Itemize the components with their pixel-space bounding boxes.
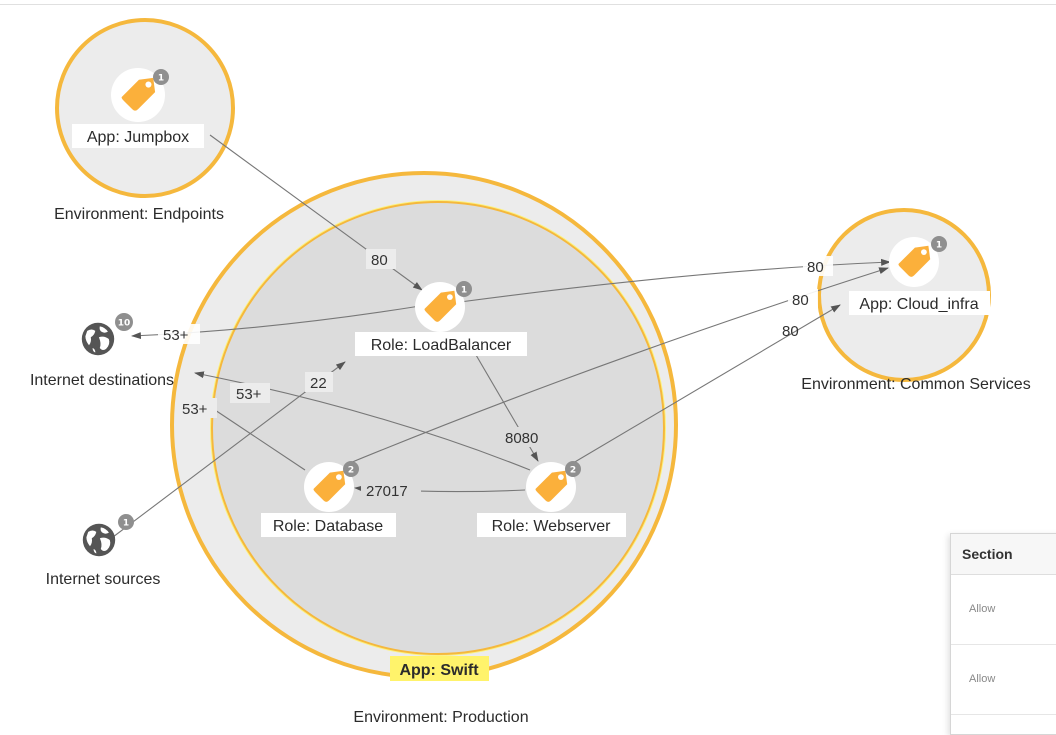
svg-text:1: 1 <box>158 74 164 84</box>
node-database[interactable]: 2 Role: Database <box>261 461 396 537</box>
node-internet-destinations[interactable]: 10 Internet destinations <box>30 313 174 389</box>
svg-text:App: Swift: App: Swift <box>399 662 479 679</box>
svg-text:1: 1 <box>123 519 129 529</box>
node-jumpbox[interactable]: 1 App: Jumpbox <box>72 68 204 148</box>
svg-text:80: 80 <box>807 259 824 276</box>
globe-icon <box>82 523 116 557</box>
edge-label-web-cloud: 80 <box>782 323 799 340</box>
node-loadbalancer[interactable]: 1 Role: LoadBalancer <box>355 281 527 356</box>
edge-label-lb-web: 8080 <box>501 427 549 447</box>
svg-text:Role: LoadBalancer: Role: LoadBalancer <box>371 337 512 354</box>
group-label-app-swift[interactable]: App: Swift <box>390 656 489 681</box>
svg-text:Internet sources: Internet sources <box>46 571 161 588</box>
svg-text:80: 80 <box>792 292 809 309</box>
section-header[interactable]: Section <box>951 534 1056 575</box>
group-label-common-services: Environment: Common Services <box>801 376 1030 393</box>
svg-text:22: 22 <box>310 375 327 392</box>
rule-row[interactable]: Allow <box>951 575 1056 645</box>
svg-text:App: Cloud_infra: App: Cloud_infra <box>859 296 978 313</box>
node-cloud-infra[interactable]: 1 App: Cloud_infra <box>849 236 990 315</box>
edge-label-lb-inet: 53+ <box>158 324 200 344</box>
top-divider <box>0 0 1056 5</box>
rule-row[interactable]: Allow <box>951 645 1056 715</box>
svg-text:App: Jumpbox: App: Jumpbox <box>87 129 189 146</box>
svg-text:80: 80 <box>782 323 799 340</box>
edge-label-web-inet: 53+ <box>230 383 270 403</box>
edge-label-lb-cloud: 80 <box>803 256 833 276</box>
edge-database-internet-destinations[interactable] <box>199 399 306 471</box>
svg-text:Role: Database: Role: Database <box>273 518 383 535</box>
node-webserver[interactable]: 2 Role: Webserver <box>477 461 626 537</box>
svg-text:10: 10 <box>118 319 131 329</box>
edge-label-web-db: 27017 <box>361 480 421 500</box>
edge-label-src-lb: 22 <box>305 372 333 392</box>
svg-text:80: 80 <box>371 252 388 269</box>
group-label-endpoints: Environment: Endpoints <box>54 206 224 223</box>
svg-text:Environment: Endpoints: Environment: Endpoints <box>54 206 224 223</box>
svg-text:Environment: Common Services: Environment: Common Services <box>801 376 1030 393</box>
svg-text:Environment: Production: Environment: Production <box>353 709 528 726</box>
svg-text:1: 1 <box>936 241 942 251</box>
svg-text:8080: 8080 <box>505 430 538 447</box>
svg-text:Role: Webserver: Role: Webserver <box>492 518 612 535</box>
svg-text:53+: 53+ <box>236 386 262 403</box>
edge-label-jumpbox-lb: 80 <box>366 249 396 269</box>
svg-text:53+: 53+ <box>182 401 208 418</box>
svg-text:53+: 53+ <box>163 327 189 344</box>
edge-label-db-inet: 53+ <box>177 398 217 418</box>
edge-loadbalancer-cloud-infra[interactable] <box>459 258 891 303</box>
svg-text:1: 1 <box>461 286 467 296</box>
svg-text:27017: 27017 <box>366 483 408 500</box>
svg-text:2: 2 <box>348 466 354 476</box>
edge-labels: 80 80 80 80 53+ 53+ 53+ 22 <box>158 249 833 500</box>
edge-webserver-cloud-infra[interactable] <box>567 304 841 467</box>
rules-panel: Section Allow Allow <box>950 533 1056 735</box>
globe-icon <box>81 322 115 356</box>
group-label-production: Environment: Production <box>353 709 528 726</box>
svg-text:2: 2 <box>570 466 576 476</box>
svg-text:Internet destinations: Internet destinations <box>30 372 174 389</box>
node-internet-sources[interactable]: 1 Internet sources <box>46 514 161 588</box>
edge-label-db-cloud: 80 <box>788 289 818 309</box>
